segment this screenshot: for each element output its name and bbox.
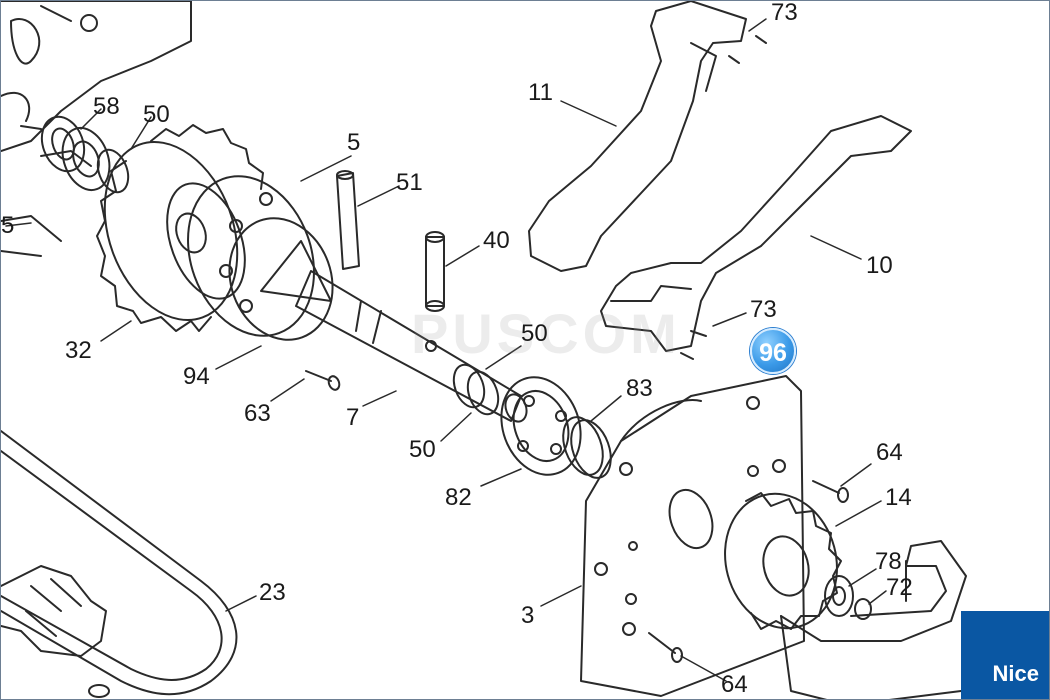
callout-58: 58 [93, 93, 120, 120]
callout-72: 72 [886, 574, 913, 601]
part-23-belt [1, 430, 238, 698]
part-72-pin [854, 598, 872, 620]
selected-part-badge[interactable]: 96 [750, 328, 796, 374]
cover-bracket [780, 540, 967, 699]
part-78-washer [824, 575, 854, 617]
callout-7: 7 [346, 404, 360, 431]
callout-32: 32 [65, 337, 92, 364]
callout-64-bottom: 64 [721, 671, 748, 698]
callout-40: 40 [483, 227, 510, 254]
callout-94: 94 [183, 363, 210, 390]
callout-11: 11 [528, 79, 553, 106]
callout-51: 51 [396, 169, 423, 196]
part-40-pin [425, 231, 445, 312]
part-11-lever [528, 1, 767, 272]
callout-63: 63 [244, 400, 271, 427]
part-63-screw [305, 370, 341, 391]
callout-23: 23 [259, 579, 286, 606]
part-51-pin [336, 170, 360, 270]
callout-83: 83 [626, 375, 653, 402]
callout-14: 14 [885, 484, 912, 511]
part-58-washer [40, 115, 130, 194]
callout-73-mid: 73 [750, 296, 777, 323]
housing-fragment [1, 1, 192, 257]
callout-50-mid: 50 [521, 320, 548, 347]
callout-82: 82 [445, 484, 472, 511]
part-94-hub [187, 175, 334, 341]
part-50-circlip [452, 363, 500, 416]
part-32-gear [96, 124, 264, 332]
callout-5-left: 5 [1, 212, 15, 239]
watermark: PUSCOM [411, 302, 681, 365]
callout-73-top: 73 [771, 0, 798, 26]
callout-5: 5 [347, 129, 361, 156]
part-10-lever [600, 115, 912, 360]
part-82-bearing [500, 376, 582, 476]
part-64-screw [812, 480, 849, 503]
brand-logo: Nice [961, 611, 1049, 699]
callout-78: 78 [875, 548, 902, 575]
brand-logo-text: Nice [992, 661, 1039, 686]
part-14-gear [724, 492, 842, 630]
callout-10: 10 [866, 252, 893, 279]
callout-50-low: 50 [409, 436, 436, 463]
leader-lines [5, 18, 887, 682]
part-64-screw-bottom [648, 632, 683, 663]
callout-64-right: 64 [876, 439, 903, 466]
part-3-plate [580, 375, 805, 697]
part-83-spring-washer [562, 416, 612, 479]
callout-50-top: 50 [143, 101, 170, 128]
callout-3: 3 [521, 602, 535, 629]
